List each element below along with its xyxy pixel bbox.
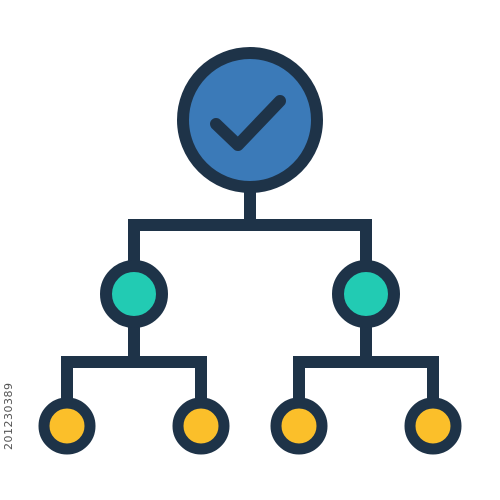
root-node-circle: [177, 47, 323, 193]
leaf-node-1-circle: [38, 397, 96, 455]
connector-lines: [61, 182, 439, 408]
leaf-node-4-circle: [404, 397, 462, 455]
checkmark-icon: [210, 95, 286, 151]
leaf-node-3-circle: [270, 397, 328, 455]
mid-node-right-circle: [332, 260, 400, 328]
mid-node-left-circle: [100, 260, 168, 328]
leaf-node-2-circle: [172, 397, 230, 455]
stock-id-text: 201230389: [2, 382, 15, 451]
